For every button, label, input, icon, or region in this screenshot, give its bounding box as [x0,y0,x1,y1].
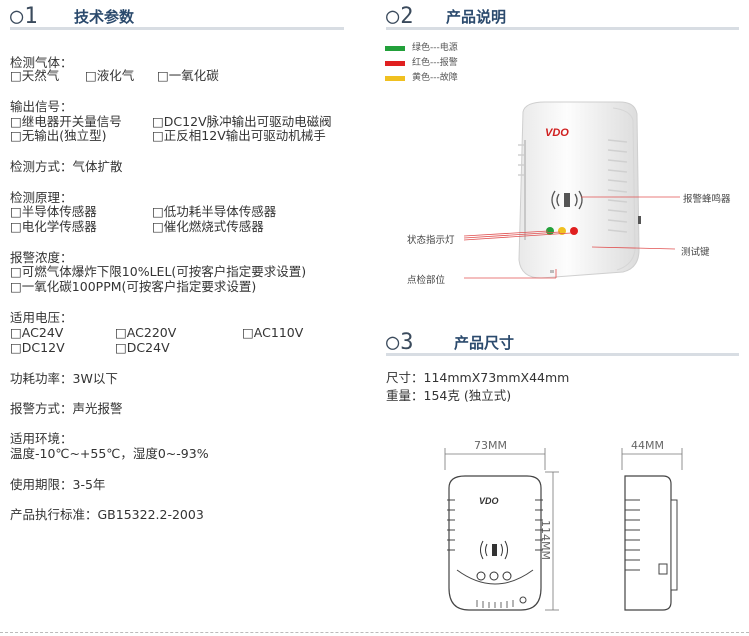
alarm-conc-label: 报警浓度： [10,250,73,265]
principle-electrochemical: □电化学传感器 [10,219,97,234]
principle-label: 检测原理： [10,190,73,205]
env-value: 温度-10℃~+55℃，湿度0~-93% [10,446,209,461]
legend-red-swatch [385,61,405,66]
principle-low-power: □低功耗半导体传感器 [152,204,277,219]
device-photo-brand: VDO [545,127,569,139]
callout-buzzer: 报警蜂鸣器 [683,194,731,205]
drawing-brand: VDO [479,496,499,506]
section-2-number: ○2 [386,4,415,29]
voltage-ac24: □AC24V [10,325,64,340]
output-12v-manipulator: □正反相12V输出可驱动机械手 [152,128,326,143]
voltage-dc12: □DC12V [10,340,65,355]
output-dc12v-pulse: □DC12V脉冲输出可驱动电磁阀 [152,114,332,129]
section-3-header: ○3 产品尺寸 [386,330,739,356]
device-photo: VDO [518,101,640,279]
service-life: 使用期限：3-5年 [10,477,106,492]
gas-option-co: □一氧化碳 [157,68,219,83]
section-3-number: ○3 [386,330,415,355]
standard: 产品执行标准：GB15322.2-2003 [10,507,204,522]
legend-red-text: 红色---报警 [412,58,458,68]
voltage-ac110: □AC110V [242,325,304,340]
alarm-mode: 报警方式：声光报警 [10,401,123,416]
size-weight: 重量：154克 (独立式) [386,388,512,403]
device-side-notch [638,216,641,224]
size-dims: 尺寸：114mmX73mmX44mm [386,370,570,385]
alarm-conc-co: □一氧化碳100PPM(可按客户指定要求设置) [10,279,257,294]
section-3-underline [386,353,739,356]
power: 功耗功率：3W以下 [10,371,118,386]
voltage-label: 适用电压： [10,310,73,325]
detect-method: 检测方式：气体扩散 [10,159,123,174]
callout-test-key: 测试键 [681,247,710,258]
section-2-title: 产品说明 [446,8,507,26]
legend-green-swatch [385,46,405,51]
section-1-number: ○1 [10,4,39,29]
section-1-header: ○1 技术参数 [10,4,344,30]
output-none: □无输出(独立型) [10,128,107,143]
alarm-conc-lel: □可燃气体爆炸下限10%LEL(可按客户指定要求设置) [10,264,307,279]
gas-label: 检测气体： [10,55,73,70]
voltage-ac220: □AC220V [115,325,177,340]
legend-green-text: 绿色---电源 [412,43,458,53]
section-2-header: ○2 产品说明 [386,4,739,30]
width-dimension-label: 73MM [474,439,507,452]
callout-indicator: 状态指示灯 [407,235,455,246]
section-3-title: 产品尺寸 [454,334,515,352]
section-1-underline [10,27,344,30]
depth-dimension-label: 44MM [631,439,664,452]
callout-lines [463,196,680,279]
dimension-drawing: VDO [444,448,683,611]
voltage-dc24: □DC24V [115,340,170,355]
section-2-underline [386,27,739,30]
env-label: 适用环境： [10,431,73,446]
principle-catalytic: □催化燃烧式传感器 [152,219,264,234]
callout-spot-check: 点检部位 [407,275,446,286]
bottom-divider [0,632,749,633]
principle-semiconductor: □半导体传感器 [10,204,97,219]
gas-option-lpg: □液化气 [85,68,135,83]
legend-yellow-text: 黄色---故障 [412,73,458,83]
output-relay: □继电器开关量信号 [10,114,122,129]
section-1-title: 技术参数 [74,8,135,26]
gas-option-natural: □天然气 [10,68,60,83]
legend-yellow-swatch [385,76,405,81]
output-label: 输出信号： [10,99,73,114]
